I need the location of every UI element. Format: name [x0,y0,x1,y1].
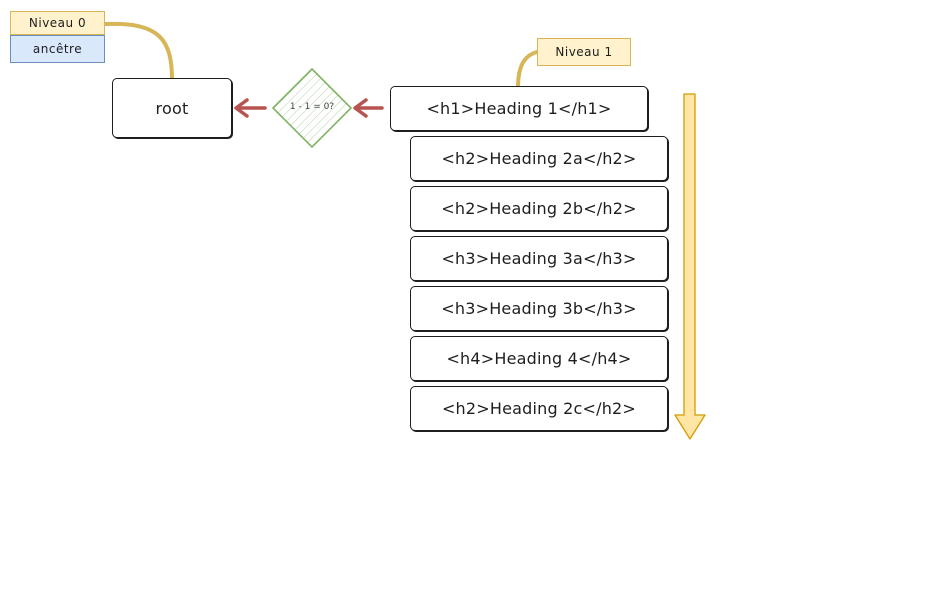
level0-tag: Niveau 0 [10,11,105,35]
ancestor-tag: ancêtre [10,35,105,63]
decision-diamond [271,67,353,149]
heading-h2a-node: <h2>Heading 2a</h2> [410,136,668,181]
heading-h2b-node: <h2>Heading 2b</h2> [410,186,668,231]
heading-label: <h1>Heading 1</h1> [426,99,612,118]
level1-tag: Niveau 1 [537,38,631,66]
root-label: root [155,98,189,118]
heading-label: <h2>Heading 2a</h2> [441,149,637,168]
heading-h4-node: <h4>Heading 4</h4> [410,336,668,381]
decision-label: 1 - 1 = 0? [289,102,335,112]
downward-flow-arrow [674,93,706,440]
heading-label: <h3>Heading 3b</h3> [441,299,637,318]
heading-label: <h3>Heading 3a</h3> [441,249,637,268]
heading-label: <h4>Heading 4</h4> [446,349,632,368]
root-node: root [112,78,232,138]
arrow-h1-to-decision [353,98,384,118]
heading-label: <h2>Heading 2b</h2> [441,199,637,218]
heading-h2c-node: <h2>Heading 2c</h2> [410,386,668,431]
heading-h1-node: <h1>Heading 1</h1> [390,86,648,131]
heading-h3a-node: <h3>Heading 3a</h3> [410,236,668,281]
level0-tag-connector [104,21,174,82]
heading-h3b-node: <h3>Heading 3b</h3> [410,286,668,331]
heading-label: <h2>Heading 2c</h2> [441,399,637,418]
level1-tag-connector [516,50,539,90]
arrow-decision-to-root [234,98,267,118]
